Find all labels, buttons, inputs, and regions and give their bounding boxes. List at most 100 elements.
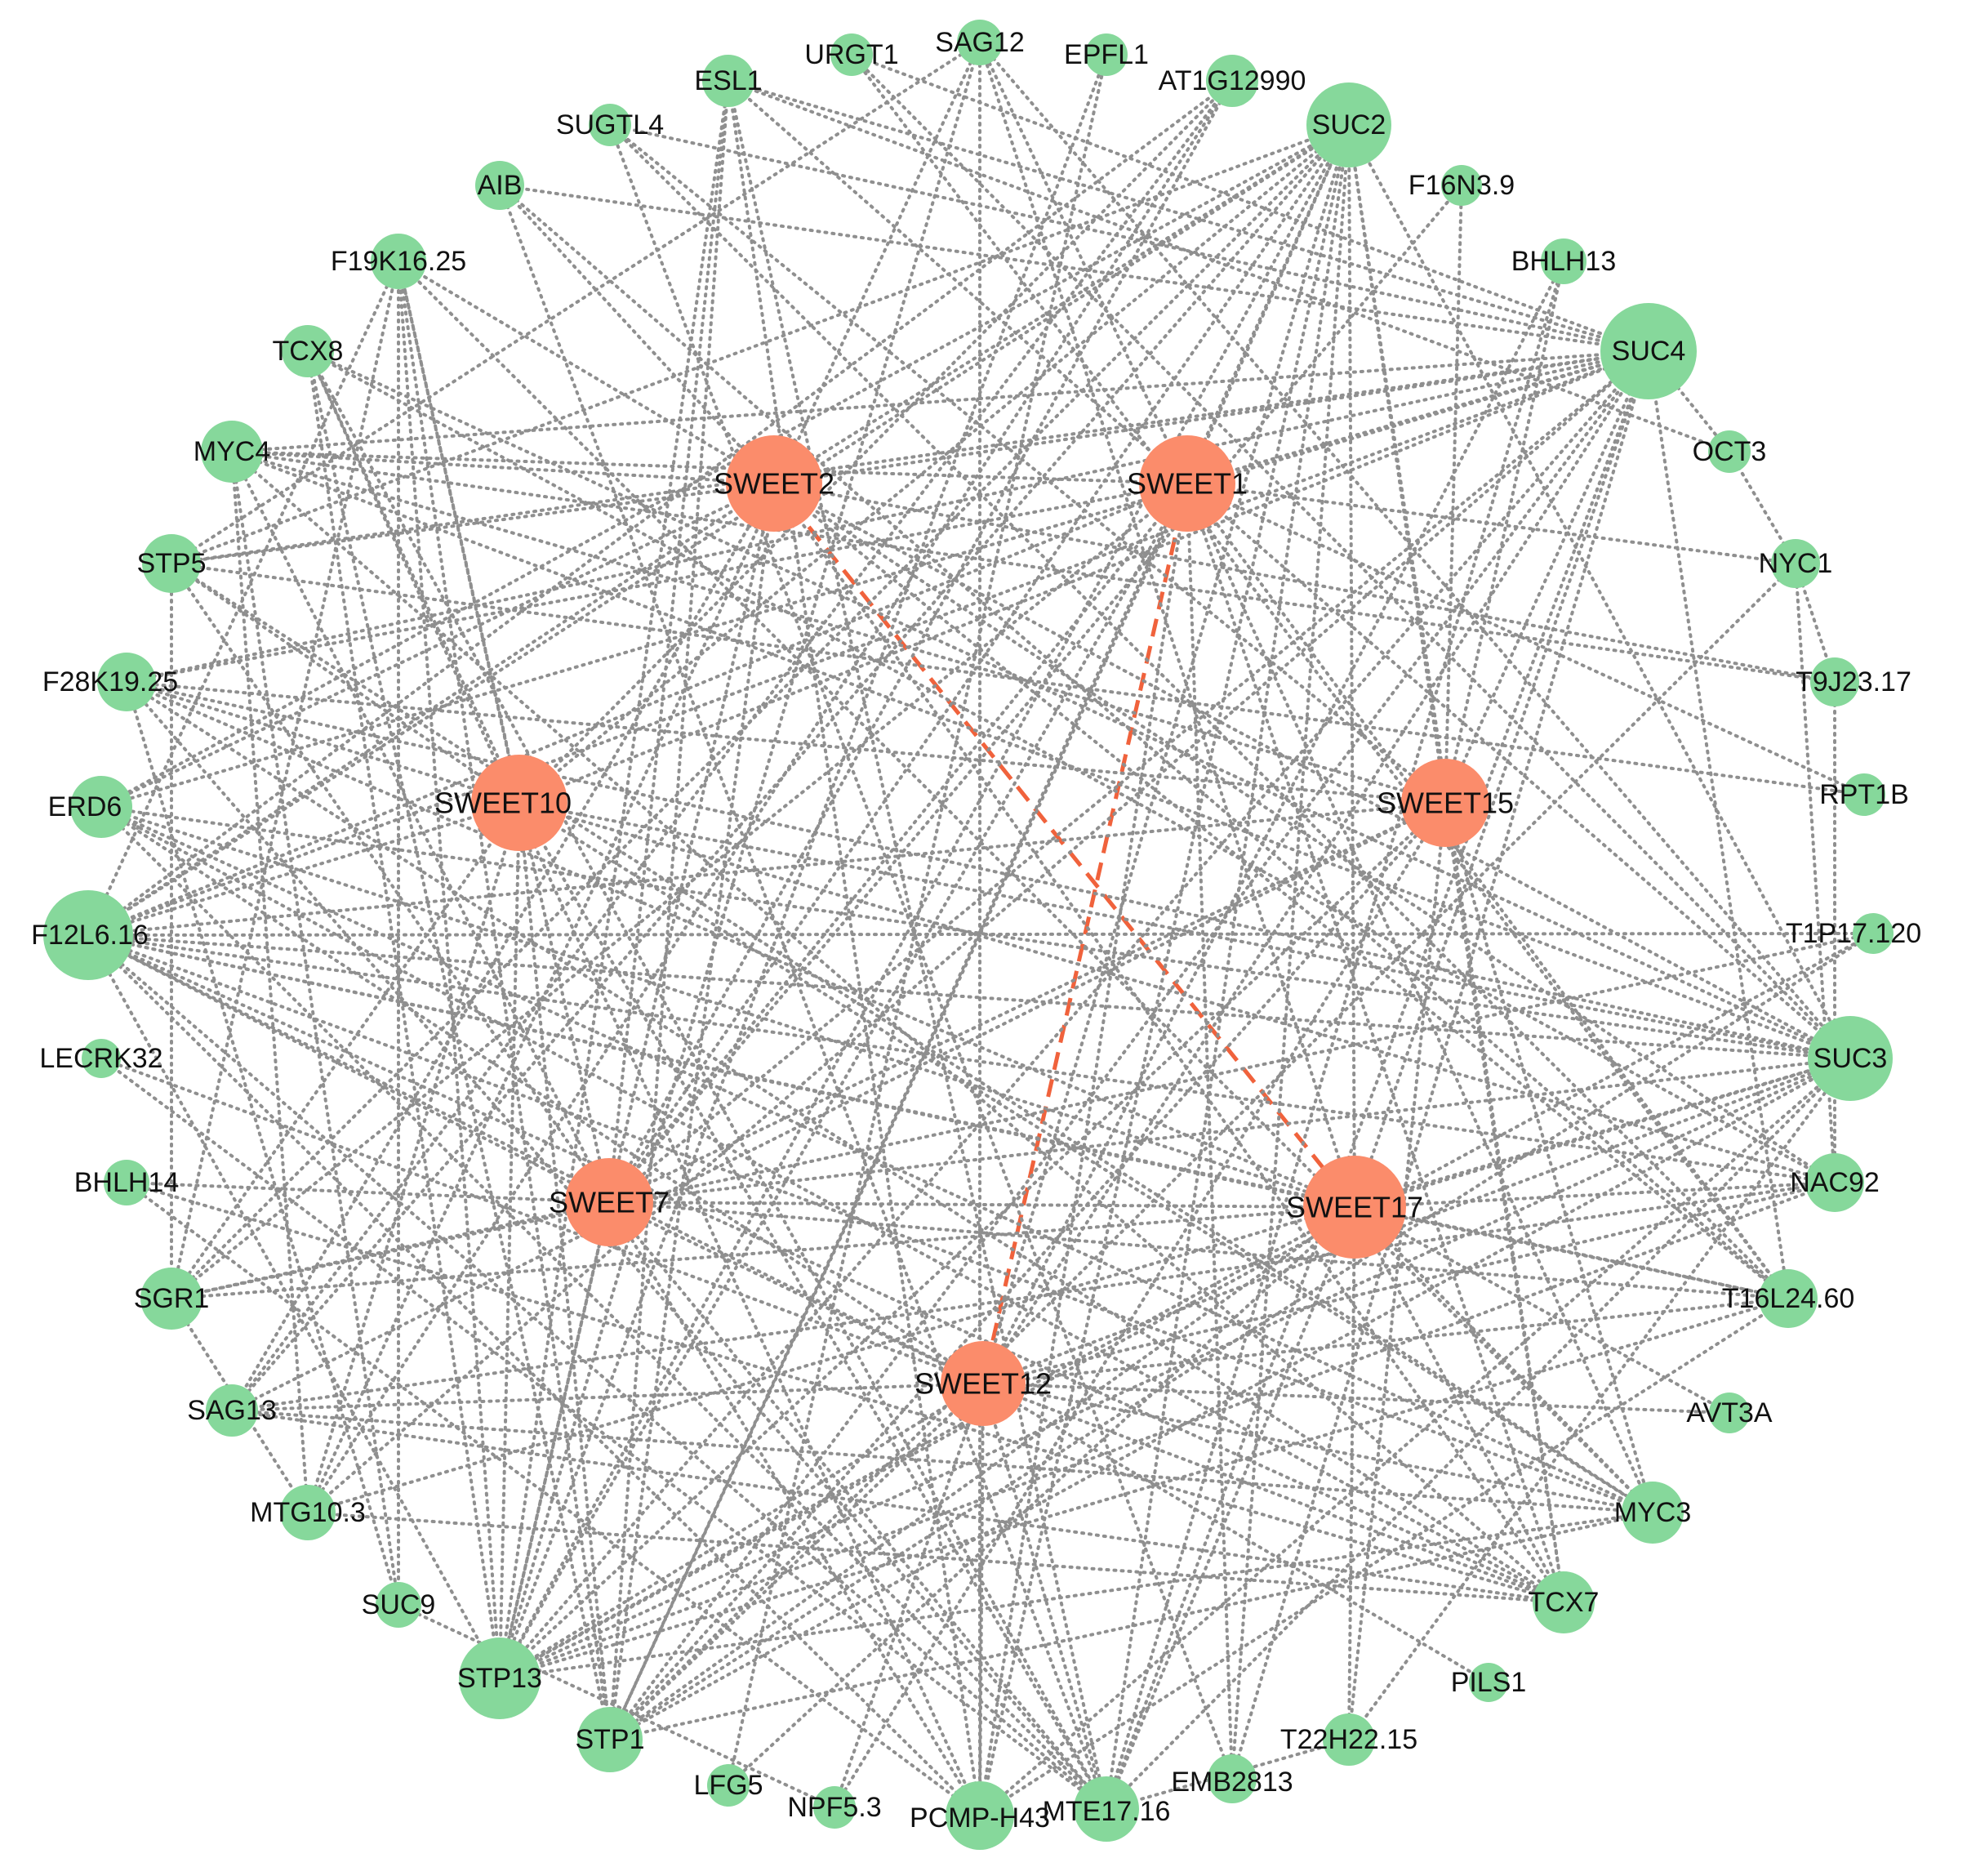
node-circle-stp13[interactable] [459,1638,541,1719]
node-sugtl4[interactable]: SUGTL4 [556,104,664,146]
node-circle-sugtl4[interactable] [589,104,631,146]
node-circle-npf5-3[interactable] [813,1786,856,1829]
node-sweet1[interactable]: SWEET1 [1127,435,1248,532]
node-f16n3-9[interactable]: F16N3.9 [1408,165,1515,206]
node-t1p17-120[interactable]: T1P17.120 [1786,913,1921,954]
node-circle-sweet10[interactable] [471,755,567,851]
node-circle-esl1[interactable] [702,55,754,107]
node-stp13[interactable]: STP13 [457,1638,542,1719]
node-tcx8[interactable]: TCX8 [273,325,344,377]
node-circle-t22h22-15[interactable] [1323,1713,1375,1766]
node-circle-mte17-16[interactable] [1074,1776,1139,1842]
node-circle-urgt1[interactable] [830,33,873,76]
node-sag13[interactable]: SAG13 [187,1384,277,1437]
node-circle-sag12[interactable] [957,20,1003,65]
node-circle-bhlh13[interactable] [1541,238,1587,284]
node-circle-mtg10-3[interactable] [280,1485,336,1540]
node-sweet17[interactable]: SWEET17 [1286,1156,1423,1259]
node-sweet2[interactable]: SWEET2 [714,435,834,532]
node-circle-emb2813[interactable] [1208,1754,1257,1803]
node-stp5[interactable]: STP5 [136,534,207,593]
node-pils1[interactable]: PILS1 [1451,1663,1527,1702]
node-lfg5[interactable]: LFG5 [693,1764,763,1807]
node-sweet7[interactable]: SWEET7 [549,1158,670,1246]
node-suc4[interactable]: SUC4 [1600,303,1697,399]
node-circle-rpt1b[interactable] [1843,773,1885,816]
node-circle-myc4[interactable] [201,421,263,483]
node-circle-avt3a[interactable] [1709,1393,1750,1433]
node-circle-suc2[interactable] [1306,82,1391,167]
node-t16l24-60[interactable]: T16L24.60 [1722,1269,1855,1328]
node-bhlh14[interactable]: BHLH14 [74,1160,180,1205]
node-at1g12990[interactable]: AT1G12990 [1159,55,1306,107]
node-pcmp-h43[interactable]: PCMP-H43 [910,1781,1050,1850]
node-lecrk32[interactable]: LECRK32 [39,1039,163,1078]
node-stp1[interactable]: STP1 [575,1707,645,1772]
node-t22h22-15[interactable]: T22H22.15 [1280,1713,1417,1766]
node-aib[interactable]: AIB [475,161,524,210]
node-esl1[interactable]: ESL1 [694,55,763,107]
node-avt3a[interactable]: AVT3A [1686,1393,1773,1433]
node-circle-oct3[interactable] [1708,430,1751,473]
node-oct3[interactable]: OCT3 [1693,430,1767,473]
node-circle-f12l6-16[interactable] [43,890,133,980]
node-nac92[interactable]: NAC92 [1790,1153,1880,1212]
node-circle-f16n3-9[interactable] [1441,165,1482,206]
node-mte17-16[interactable]: MTE17.16 [1043,1776,1171,1842]
node-circle-tcx8[interactable] [282,325,334,377]
node-circle-at1g12990[interactable] [1206,55,1258,107]
node-suc2[interactable]: SUC2 [1306,82,1391,167]
node-circle-lfg5[interactable] [707,1764,750,1807]
node-circle-suc3[interactable] [1808,1016,1893,1101]
node-circle-nyc1[interactable] [1771,539,1820,588]
node-circle-stp1[interactable] [577,1707,643,1772]
node-circle-erd6[interactable] [70,776,132,838]
node-emb2813[interactable]: EMB2813 [1171,1754,1293,1803]
node-tcx7[interactable]: TCX7 [1529,1571,1600,1633]
node-circle-sweet12[interactable] [941,1341,1026,1426]
node-circle-aib[interactable] [475,161,524,210]
node-bhlh13[interactable]: BHLH13 [1511,238,1617,284]
node-circle-sag13[interactable] [206,1384,258,1437]
node-rpt1b[interactable]: RPT1B [1819,773,1909,816]
node-circle-sweet7[interactable] [565,1158,653,1246]
node-circle-tcx7[interactable] [1533,1571,1595,1633]
node-urgt1[interactable]: URGT1 [804,33,899,76]
node-sag12[interactable]: SAG12 [935,20,1025,65]
node-circle-t16l24-60[interactable] [1759,1269,1818,1328]
node-circle-myc3[interactable] [1622,1482,1684,1544]
node-sweet10[interactable]: SWEET10 [434,755,572,851]
node-erd6[interactable]: ERD6 [48,776,132,838]
node-sgr1[interactable]: SGR1 [134,1268,210,1330]
node-nyc1[interactable]: NYC1 [1759,539,1833,588]
node-epfl1[interactable]: EPFL1 [1064,33,1149,76]
node-circle-t1p17-120[interactable] [1853,913,1894,954]
node-circle-t9j23-17[interactable] [1810,657,1859,706]
node-mtg10-3[interactable]: MTG10.3 [250,1485,366,1540]
node-circle-stp5[interactable] [142,534,201,593]
node-suc3[interactable]: SUC3 [1808,1016,1893,1101]
node-circle-epfl1[interactable] [1085,33,1128,76]
node-sweet12[interactable]: SWEET12 [915,1341,1052,1426]
node-circle-sweet1[interactable] [1139,435,1235,532]
node-npf5-3[interactable]: NPF5.3 [787,1786,882,1829]
node-circle-sweet17[interactable] [1303,1156,1406,1259]
node-circle-lecrk32[interactable] [82,1039,121,1078]
node-circle-sweet15[interactable] [1401,759,1489,847]
node-circle-pils1[interactable] [1469,1663,1508,1702]
node-circle-sgr1[interactable] [140,1268,202,1330]
node-suc9[interactable]: SUC9 [362,1582,436,1628]
node-myc3[interactable]: MYC3 [1614,1482,1691,1544]
node-circle-suc4[interactable] [1600,303,1697,399]
node-sweet15[interactable]: SWEET15 [1377,759,1514,847]
node-circle-pcmp-h43[interactable] [946,1781,1014,1850]
node-f19k16-25[interactable]: F19K16.25 [331,234,466,289]
node-f28k19-25[interactable]: F28K19.25 [42,653,178,711]
node-t9j23-17[interactable]: T9J23.17 [1796,657,1911,706]
node-circle-f19k16-25[interactable] [371,234,426,289]
node-circle-sweet2[interactable] [726,435,822,532]
node-circle-nac92[interactable] [1805,1153,1864,1212]
node-circle-suc9[interactable] [376,1582,421,1628]
node-circle-f28k19-25[interactable] [97,653,156,711]
node-myc4[interactable]: MYC4 [194,421,270,483]
